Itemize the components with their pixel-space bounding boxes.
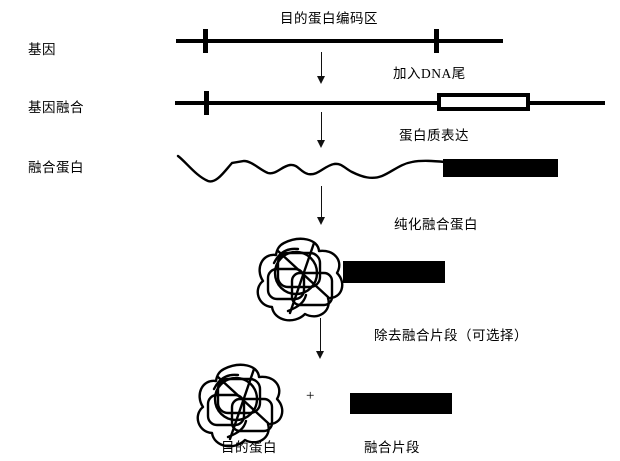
row-label-gene: 基因 bbox=[28, 42, 56, 57]
gene-tick-left bbox=[203, 29, 208, 53]
step-arrow-purify bbox=[315, 186, 328, 225]
polypeptide-squiggle bbox=[176, 154, 447, 183]
gene-tick-right bbox=[434, 29, 439, 53]
step-arrow-remove-fragment bbox=[314, 318, 327, 359]
attached-tag-bar bbox=[343, 261, 445, 283]
step-label-purify: 纯化融合蛋白 bbox=[394, 217, 478, 232]
step-label-protein-expression: 蛋白质表达 bbox=[399, 128, 469, 143]
gene-line bbox=[176, 39, 503, 43]
fusion-gene-line bbox=[175, 101, 605, 105]
diagram-title: 目的蛋白编码区 bbox=[280, 11, 378, 26]
row-label-gene-fusion: 基因融合 bbox=[28, 100, 84, 115]
dna-tail-box bbox=[437, 93, 530, 111]
plus-sign: + bbox=[306, 388, 315, 404]
step-label-remove-fragment: 除去融合片段（可选择） bbox=[374, 328, 528, 343]
row-label-fusion-protein: 融合蛋白 bbox=[28, 160, 84, 175]
step-label-add-dna-tail: 加入DNA尾 bbox=[393, 66, 466, 81]
fusion-fragment-bar bbox=[350, 393, 452, 414]
step-arrow-add-dna-tail bbox=[315, 52, 328, 84]
step-arrow-protein-expression bbox=[315, 112, 328, 148]
result-label-target-protein: 目的蛋白 bbox=[221, 440, 277, 455]
fusion-protein-blob bbox=[256, 237, 344, 322]
fusion-tag-bar bbox=[443, 159, 558, 177]
result-label-fusion-fragment: 融合片段 bbox=[364, 440, 420, 455]
fusion-gene-tick bbox=[204, 91, 209, 115]
